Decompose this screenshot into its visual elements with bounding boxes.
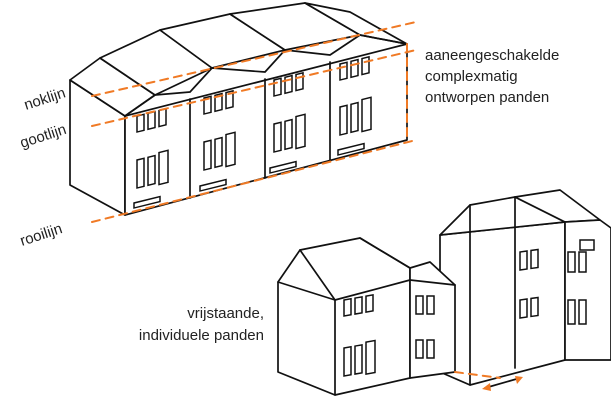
gootlijn-label: gootlijn (18, 121, 68, 152)
rooilijn-line (91, 139, 417, 223)
setback-arrowhead-right (515, 376, 523, 384)
row-front-facade (124, 43, 408, 216)
setback-arrowhead-left (482, 383, 491, 391)
detached-house-2-front (439, 221, 566, 386)
detached-house-1-side (409, 261, 456, 379)
detached-caption-1: vrijstaande, (187, 305, 264, 322)
row-houses-caption-3: ontworpen panden (425, 89, 549, 106)
row-houses-caption-1: aaneengeschakelde (425, 47, 559, 64)
gootlijn-line (91, 49, 417, 127)
rooilijn-label: rooilijn (18, 220, 64, 250)
noklijn-line (91, 21, 417, 97)
detached-houses-illustration (277, 189, 611, 396)
detached-house-2-side (564, 219, 611, 361)
setback-line (454, 371, 501, 379)
row-houses-caption-2: complexmatig (425, 68, 518, 85)
detached-caption-2: individuele panden (139, 327, 264, 344)
setback-arrow (484, 377, 521, 389)
noklijn-label: noklijn (22, 84, 68, 113)
row-houses-illustration (69, 2, 417, 223)
